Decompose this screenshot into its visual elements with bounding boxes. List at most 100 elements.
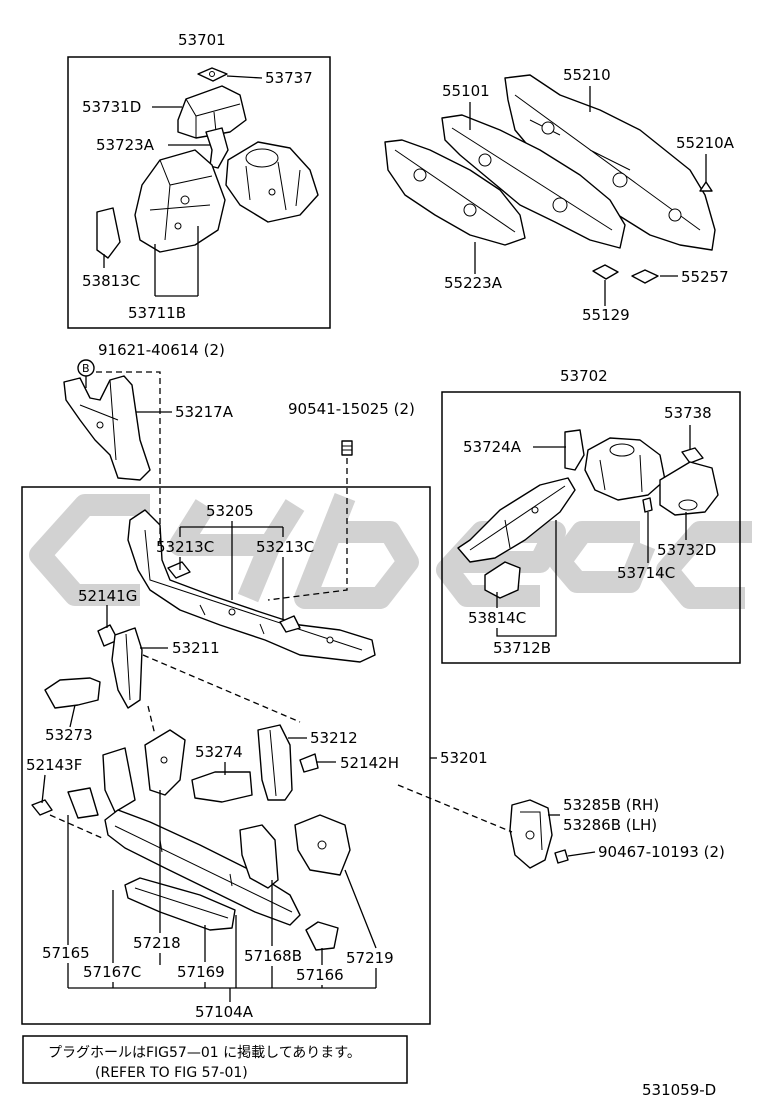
part-label: 53731D <box>82 98 141 116</box>
part-hole <box>531 506 539 514</box>
part-label: 53737 <box>265 69 313 87</box>
part-apron <box>134 149 226 253</box>
part-detail <box>394 149 516 233</box>
part-label: 53286B (LH) <box>563 816 657 834</box>
part-label: 57165 <box>42 944 90 962</box>
dashed-lines <box>49 371 513 839</box>
part-detail <box>125 633 131 701</box>
part-label: 53724A <box>463 438 522 456</box>
part-bracket <box>67 787 99 819</box>
part-detail <box>269 729 277 797</box>
part-hole <box>552 197 568 213</box>
part-hole <box>180 195 190 205</box>
part-label: 57219 <box>346 949 394 967</box>
part-label: 91621-40614 (2) <box>98 341 225 359</box>
part-bolt <box>554 849 569 864</box>
part-hole <box>463 203 477 217</box>
part-label: 52143F <box>26 756 82 774</box>
part-bracket <box>44 677 101 709</box>
upper-left-parts <box>96 67 319 259</box>
right-parts <box>457 429 719 599</box>
note-line-2: (REFER TO FIG 57-01) <box>95 1065 248 1081</box>
part-hole <box>478 153 492 167</box>
part-detail <box>134 887 229 919</box>
part-panel-front <box>384 139 526 246</box>
part-detail <box>149 159 213 241</box>
part-hole <box>245 148 279 168</box>
part-clip <box>167 561 191 579</box>
part-hole <box>96 421 104 429</box>
part-label: 55101 <box>442 82 490 100</box>
part-bracket <box>191 771 253 803</box>
part-hole <box>209 71 215 77</box>
part-hole <box>174 222 182 230</box>
group-frame-main <box>21 486 431 1025</box>
part-suspension-tower <box>584 437 666 501</box>
part-label: 55129 <box>582 306 630 324</box>
part-label: 90541-15025 (2) <box>288 400 415 418</box>
part-label: 53211 <box>172 639 220 657</box>
part-hole <box>228 608 236 616</box>
part-plate <box>96 207 121 259</box>
part-hole <box>160 756 168 764</box>
part-clip <box>31 799 53 816</box>
part-label: 53205 <box>206 502 254 520</box>
part-plate <box>592 264 619 280</box>
part-bracket <box>63 375 151 481</box>
part-label: 57166 <box>296 966 344 984</box>
part-plate <box>631 269 659 284</box>
part-clip <box>642 497 653 513</box>
part-detail <box>451 127 613 231</box>
assembly-label-53201: 53201 <box>440 749 488 767</box>
part-label: 53274 <box>195 743 243 761</box>
part-panel-middle <box>441 114 626 249</box>
part-detail <box>342 445 352 451</box>
note-line-1: プラグホールはFIG57—01 に掲載してあります。 <box>48 1045 361 1061</box>
part-label: 53813C <box>82 272 140 290</box>
upper-right-parts <box>384 74 716 284</box>
part-clip <box>699 181 713 192</box>
part-detail <box>185 98 241 138</box>
part-plate <box>681 447 704 464</box>
part-hole <box>541 121 555 135</box>
part-hole <box>268 188 276 196</box>
part-label: 53273 <box>45 726 93 744</box>
part-detail <box>245 161 301 211</box>
part-label: 90467-10193 (2) <box>598 843 725 861</box>
part-hole <box>525 830 535 840</box>
part-hole <box>678 499 698 511</box>
part-label: 55210A <box>676 134 735 152</box>
part-label: 57167C <box>83 963 141 981</box>
part-label: 55223A <box>444 274 503 292</box>
part-label: 53212 <box>310 729 358 747</box>
part-label: 52142H <box>340 754 399 772</box>
callout-circle <box>77 359 95 377</box>
part-label: 53711B <box>128 304 186 322</box>
main-parts <box>31 509 376 951</box>
part-hole <box>612 172 628 188</box>
assembly-label-53701: 53701 <box>178 31 226 49</box>
part-label: 55257 <box>681 268 729 286</box>
assembly-label-53702: 53702 <box>560 367 608 385</box>
part-label: 53814C <box>468 609 526 627</box>
part-label: 53213C <box>156 538 214 556</box>
leader-lines <box>41 75 707 1002</box>
part-detail <box>520 811 543 851</box>
part-brace <box>564 429 585 471</box>
part-label: 53732D <box>657 541 716 559</box>
middle-left-parts <box>63 375 353 481</box>
figure-code: 531059-D <box>642 1081 716 1099</box>
part-bolt <box>341 440 353 456</box>
part-hole <box>413 168 427 182</box>
part-label: 57168B <box>244 947 302 965</box>
part-label: 57169 <box>177 963 225 981</box>
group-frame-right <box>441 391 741 664</box>
part-label: 53213C <box>256 538 314 556</box>
part-clip <box>299 753 319 773</box>
part-detail <box>469 485 566 551</box>
part-label: 52141G <box>78 587 137 605</box>
group-frame-upper-left <box>67 56 331 329</box>
callout-letter: B <box>82 362 90 375</box>
part-detail <box>79 379 119 461</box>
